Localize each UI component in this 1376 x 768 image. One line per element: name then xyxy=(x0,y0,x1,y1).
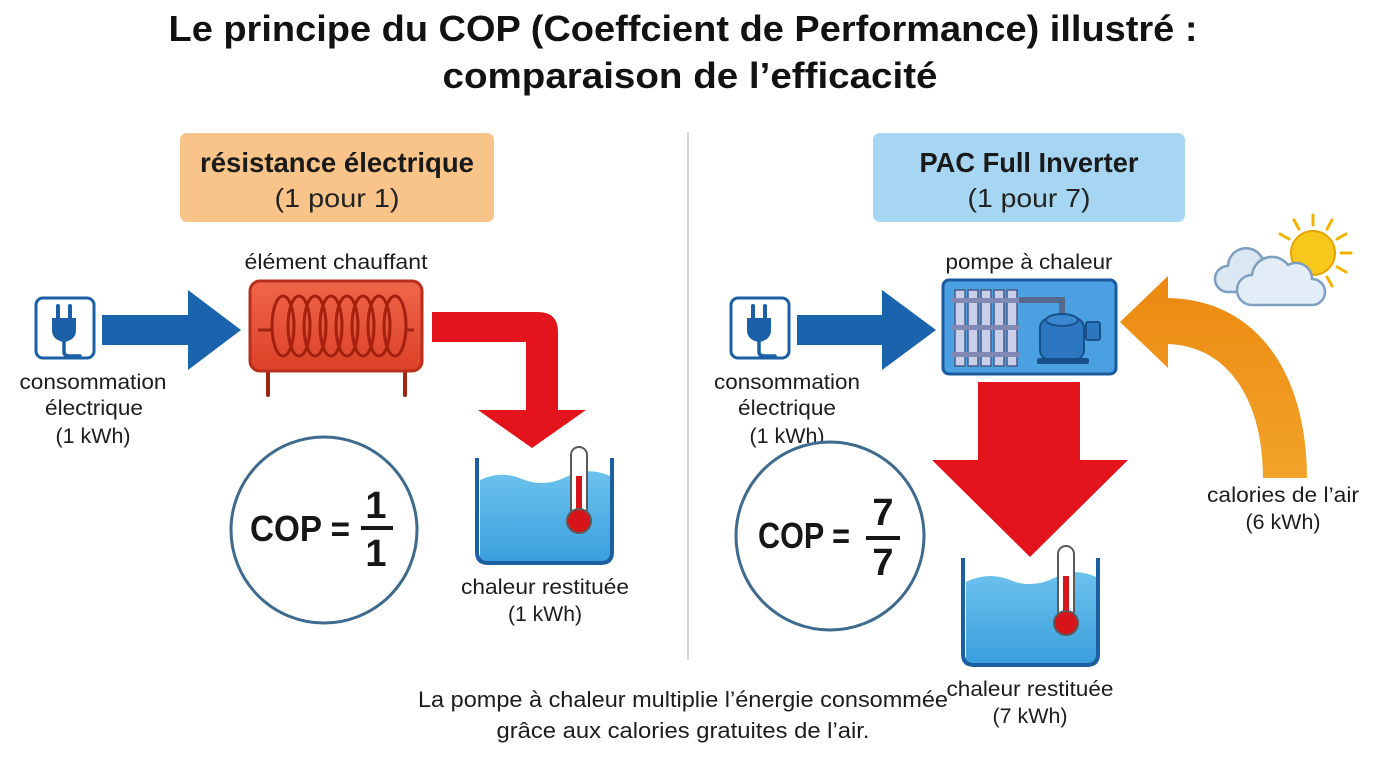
left-panel: résistance électrique (1 pour 1) élément… xyxy=(20,133,629,626)
water-tank-icon xyxy=(961,558,1100,667)
right-input-label-line2: électrique xyxy=(738,397,836,420)
left-cop-denominator: 1 xyxy=(365,533,386,575)
heat-output-arrow xyxy=(932,382,1128,557)
right-panel: PAC Full Inverter (1 pour 7) pompe à cha… xyxy=(714,133,1359,728)
cloud-icon xyxy=(1213,247,1327,307)
left-output-label-line2: (1 kWh) xyxy=(508,603,582,626)
left-output-label-line1: chaleur restituée xyxy=(461,576,629,599)
page-title-line2: comparaison de l’efficacité xyxy=(443,55,938,96)
heat-pump-icon xyxy=(941,278,1118,376)
heat-output-arrow xyxy=(432,312,586,448)
right-header-title: PAC Full Inverter xyxy=(920,147,1139,178)
heating-element-label: élément chauffant xyxy=(245,251,428,274)
left-input-label-line1: consommation xyxy=(20,371,167,394)
right-input-label-line3: (1 kWh) xyxy=(750,425,825,448)
right-header-ratio: (1 pour 7) xyxy=(968,183,1091,213)
left-header-ratio: (1 pour 1) xyxy=(275,183,400,213)
right-header-box xyxy=(873,133,1185,222)
water-tank-icon xyxy=(475,458,614,565)
right-output-label-line1: chaleur restituée xyxy=(947,678,1114,701)
left-input-label-line2: électrique xyxy=(45,397,143,420)
left-input-label-line3: (1 kWh) xyxy=(56,425,131,448)
right-cop-circle xyxy=(734,440,926,632)
heat-pump-label: pompe à chaleur xyxy=(946,251,1113,274)
left-header-title: résistance électrique xyxy=(200,147,474,178)
heating-coil-icon xyxy=(248,279,424,397)
thermometer-icon xyxy=(1053,545,1079,636)
electric-input-arrow xyxy=(102,290,241,370)
right-cop-label: COP = xyxy=(758,515,850,556)
page-title-line1: Le principe du COP (Coeffcient de Perfor… xyxy=(169,8,1198,49)
footer-line2: grâce aux calories gratuites de l’air. xyxy=(497,718,870,743)
plug-icon xyxy=(729,296,791,360)
right-output-label-line2: (7 kWh) xyxy=(993,705,1068,728)
left-cop-label: COP = xyxy=(250,508,350,549)
right-cop-denominator: 7 xyxy=(872,542,893,584)
air-label-line2: (6 kWh) xyxy=(1246,511,1321,534)
left-header-box xyxy=(180,133,494,222)
air-label-line1: calories de l’air xyxy=(1207,484,1359,507)
left-cop-numerator: 1 xyxy=(365,485,386,527)
right-input-label-line1: consommation xyxy=(714,371,860,394)
footer-line1: La pompe à chaleur multiplie l’énergie c… xyxy=(418,687,948,712)
right-cop-numerator: 7 xyxy=(872,492,893,534)
left-cop-circle xyxy=(229,435,419,625)
air-calories-arrow xyxy=(1120,276,1307,478)
thermometer-icon xyxy=(566,446,592,534)
electric-input-arrow xyxy=(797,290,936,370)
plug-icon xyxy=(34,296,96,360)
